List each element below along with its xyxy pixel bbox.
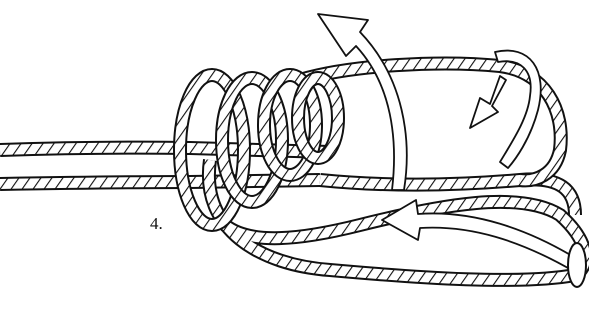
arrow-down-icon: [470, 76, 506, 128]
end-loop: [568, 243, 586, 287]
step-number-label: 4.: [150, 214, 163, 234]
